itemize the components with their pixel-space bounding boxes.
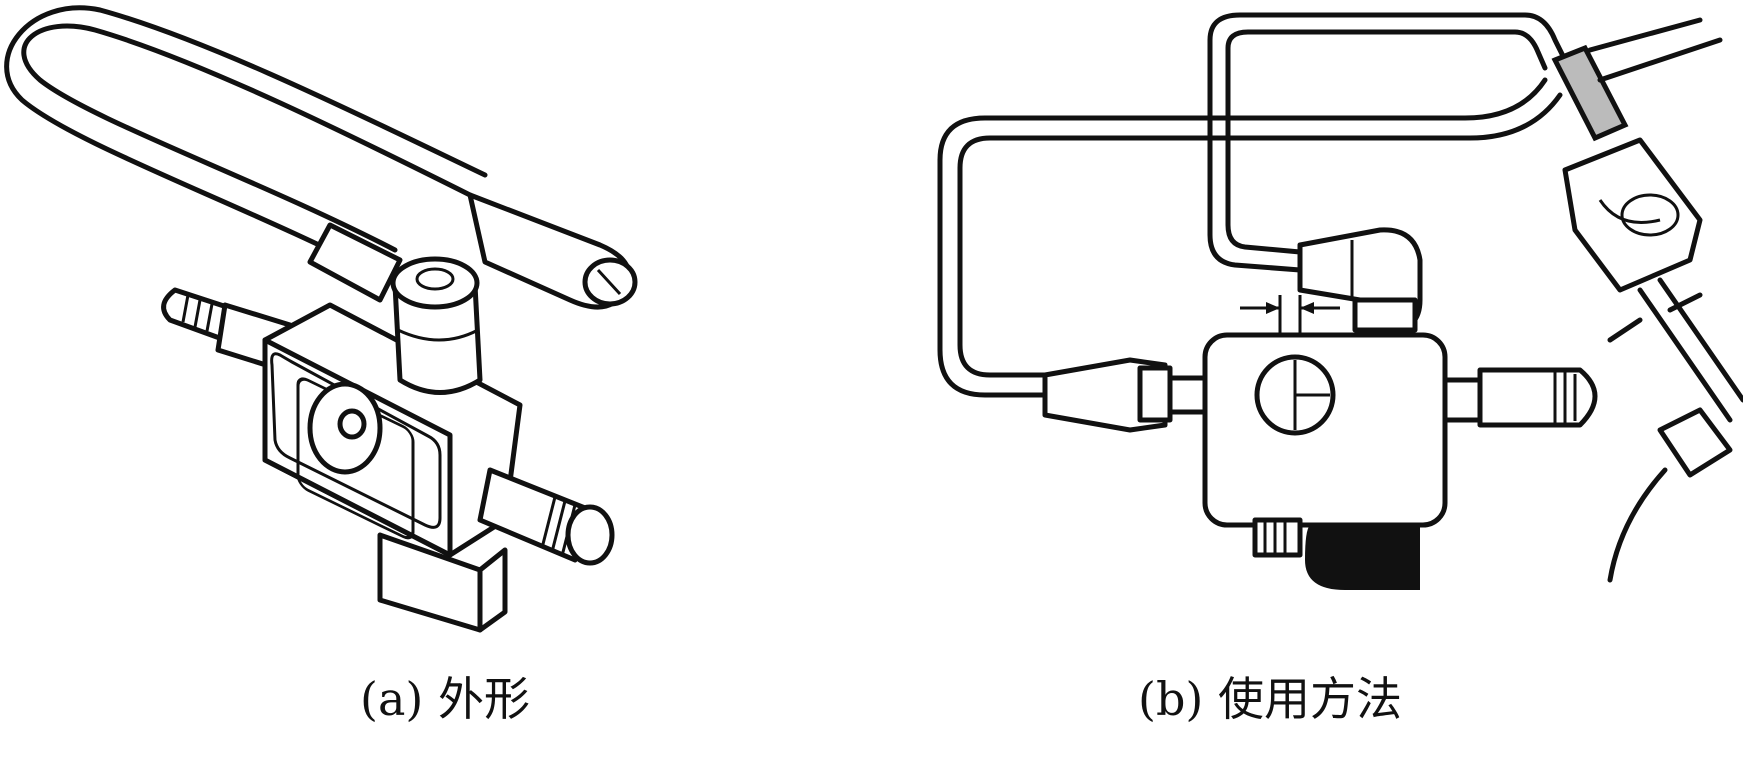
cable-left-outer: [957, 92, 1563, 378]
hose-lower-right: [1637, 277, 1743, 423]
outlet-ribs: [540, 496, 577, 557]
bottom-foot-side: [477, 547, 508, 633]
cable-loop: [21, 23, 473, 253]
cable-loop-inner: [4, 5, 488, 278]
bottom-foot: [377, 532, 483, 633]
left-connector: [1042, 357, 1168, 433]
cable-top-outer: [1207, 12, 1568, 273]
hose-clamp: [1562, 137, 1703, 293]
bottom-grip: [1252, 517, 1303, 558]
nozzle-ribs: [181, 294, 214, 332]
panel-a-drawing: [4, 5, 638, 633]
dial-marks: [1293, 360, 1330, 430]
body-panel-frame: [270, 352, 442, 529]
caption-panel-b: (b) 使用方法: [1138, 672, 1402, 726]
plug-slot: [596, 268, 622, 296]
right-port-stub: [1442, 377, 1483, 423]
lower-hose-end: [1607, 467, 1668, 583]
left-connector-ring: [1137, 365, 1173, 423]
clamp-ring: [1620, 193, 1680, 237]
clamp-curve: [1598, 199, 1661, 224]
top-valve-cap: [390, 256, 480, 310]
hose-tick-marks: [1607, 292, 1703, 343]
cable-top-inner: [1225, 29, 1548, 255]
arrow-heads: [1266, 302, 1314, 314]
caption-panel-a: (a) 外形: [360, 672, 530, 726]
right-port: [1477, 367, 1598, 428]
top-valve-band: [397, 328, 479, 342]
right-port-ribs: [1553, 372, 1577, 423]
cable-collar: [307, 222, 403, 303]
elbow-base: [1352, 297, 1418, 333]
black-cap: [1305, 525, 1420, 590]
hose-sleeve: [1551, 44, 1629, 142]
device-body-b: [1202, 332, 1448, 528]
hose-upper-right: [1587, 17, 1723, 83]
cable-left-inner: [937, 77, 1548, 398]
grip-ribs: [1263, 522, 1287, 553]
right-outlet: [477, 467, 593, 563]
lower-fitting: [1657, 407, 1733, 478]
top-valve-hole: [415, 267, 455, 291]
knob-center: [337, 408, 367, 440]
left-connector-stub: [1167, 375, 1208, 415]
right-outlet-mouth: [565, 504, 615, 566]
panel-b-drawing: [937, 12, 1743, 590]
